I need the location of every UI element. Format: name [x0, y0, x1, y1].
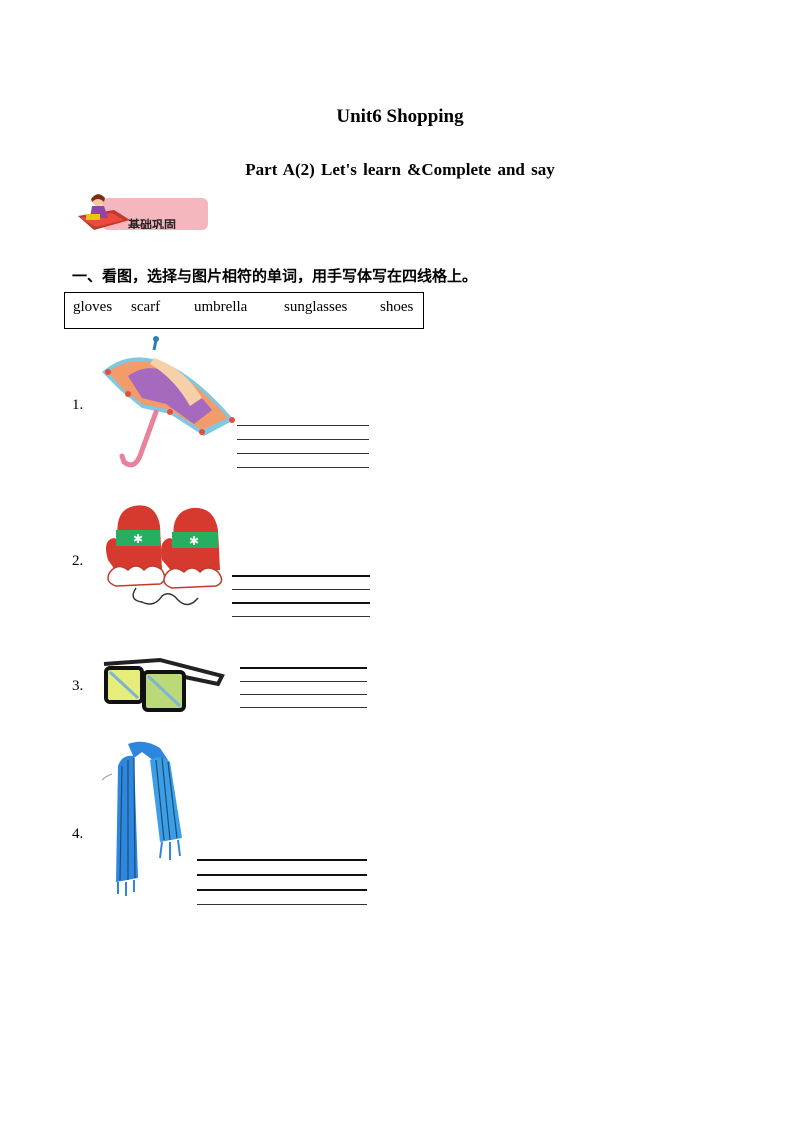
section-banner: 基础巩固 [74, 190, 210, 236]
question-number: 2. [72, 553, 84, 569]
writing-lines[interactable] [232, 575, 370, 617]
scarf-icon [101, 741, 182, 896]
word-bank-item: sunglasses [284, 299, 348, 315]
sunglasses-icon [103, 657, 225, 712]
banner-label: 基础巩固 [128, 218, 177, 229]
page-subtitle: Part A(2) Let's learn &Complete and say [245, 160, 555, 179]
word-bank-item: umbrella [194, 299, 248, 315]
writing-lines[interactable] [197, 859, 367, 905]
mittens-icon: ✱ ✱ [106, 505, 223, 606]
writing-lines[interactable] [240, 667, 367, 708]
girl-reading-icon [78, 194, 130, 230]
word-bank-item: scarf [131, 299, 161, 315]
umbrella-icon [102, 336, 235, 468]
question-number: 1. [72, 397, 84, 413]
svg-text:✱: ✱ [189, 534, 199, 548]
writing-lines[interactable] [237, 425, 369, 468]
word-bank-box [64, 292, 424, 329]
page-title: Unit6 Shopping [336, 106, 464, 127]
instruction-text: 一、看图，选择与图片相符的单词，用手写体写在四线格上。 [72, 267, 478, 285]
word-bank-item: shoes [380, 299, 414, 315]
question-number: 3. [72, 678, 84, 694]
word-bank-item: gloves [73, 299, 113, 315]
svg-text:✱: ✱ [133, 532, 143, 546]
question-number: 4. [72, 826, 84, 842]
